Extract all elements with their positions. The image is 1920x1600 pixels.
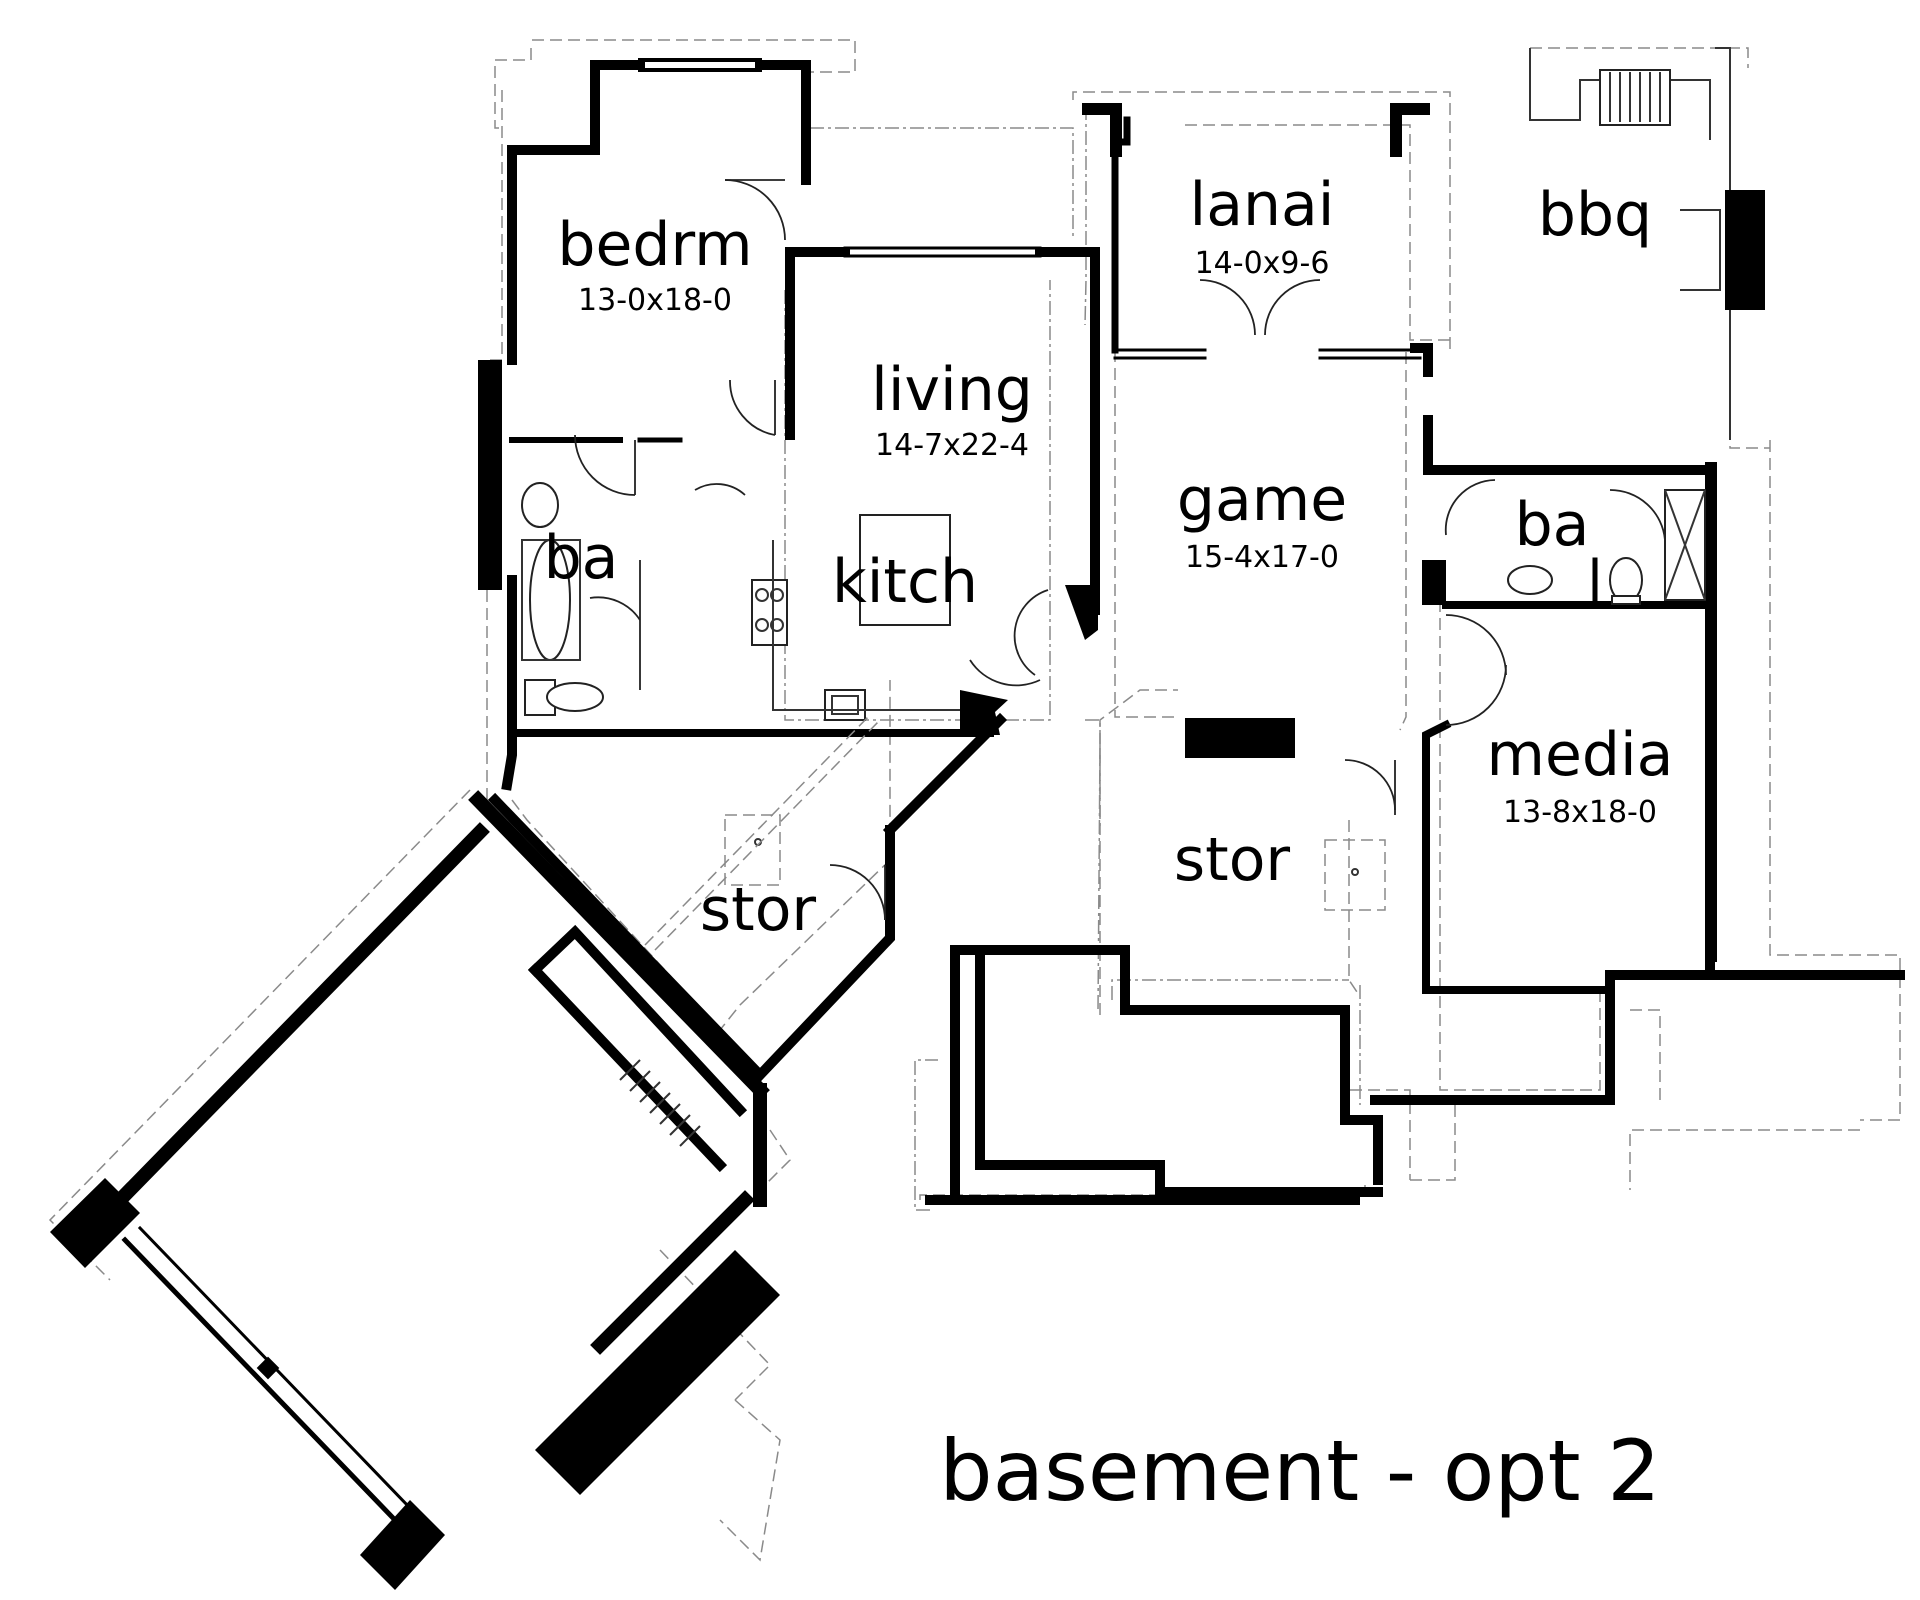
room-name-bbq: bbq (1538, 180, 1652, 250)
stove-icon (751, 579, 788, 646)
room-name-stor-left: stor (700, 875, 816, 945)
sink-icon (1507, 565, 1553, 595)
room-name-living: living (871, 355, 1033, 425)
room-dims-lanai: 14-0x9-6 (1195, 246, 1330, 281)
room-dims-media: 13-8x18-0 (1503, 795, 1657, 830)
bathtub-icon (521, 482, 581, 661)
toilet-icon (1609, 557, 1643, 605)
sink-icon (824, 689, 866, 721)
plan-title: basement - opt 2 (939, 1422, 1660, 1520)
room-name-media: media (1487, 720, 1674, 790)
room-name-ba-right: ba (1515, 490, 1590, 560)
stair-treads (619, 1059, 701, 1147)
toilet-icon (524, 679, 604, 716)
room-dims-bedrm: 13-0x18-0 (578, 283, 732, 318)
walls (50, 47, 1905, 1590)
room-dims-living: 14-7x22-4 (875, 428, 1029, 463)
room-name-ba-left: ba (544, 523, 619, 593)
room-labels: bedrm 13-0x18-0 lanai 14-0x9-6 bbq livin… (544, 170, 1674, 945)
room-name-game: game (1177, 465, 1347, 535)
grill-icon (1599, 69, 1671, 126)
room-name-kitch: kitch (832, 547, 978, 617)
fixtures (521, 69, 1706, 1147)
kitchen-island-icon (859, 514, 951, 626)
shower-icon (1664, 489, 1706, 601)
room-name-lanai: lanai (1190, 170, 1335, 240)
doors (574, 179, 1666, 921)
room-dims-game: 15-4x17-0 (1185, 540, 1339, 575)
room-name-stor-right: stor (1174, 825, 1290, 895)
room-name-bedrm: bedrm (557, 210, 752, 280)
